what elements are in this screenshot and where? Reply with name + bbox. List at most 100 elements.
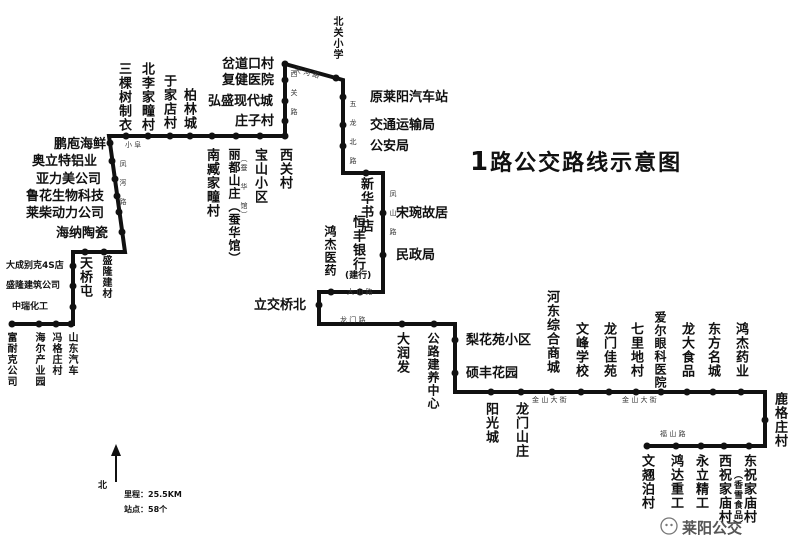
stop-dot [35, 320, 43, 328]
stop-dot [737, 388, 745, 396]
stop-dot [67, 320, 75, 328]
stop-label-chadao: 岔道口村 [222, 57, 275, 72]
stop-label-sanke: 三棵树制衣 [116, 62, 131, 132]
stop-dot [208, 132, 216, 140]
route-length: 里程：25.5KM [124, 490, 182, 499]
road-label: 大 山 路 [347, 288, 373, 296]
stop-label-gonglu: 公路建养中心 [426, 332, 440, 410]
stop-dot [315, 301, 323, 309]
stop-label-pengpao: 鹏庖海鲜 [54, 137, 107, 152]
stop-label-longda: 龙大食品 [679, 322, 694, 378]
stop-dot [643, 442, 651, 450]
stop-label-longmenjy: 龙门佳苑 [601, 322, 616, 378]
stop-dot [8, 320, 16, 328]
road-label: 西 关 路 [290, 70, 298, 117]
stop-label-beiguan: 北关小学 [331, 16, 342, 60]
stop-dot [577, 388, 585, 396]
stop-dot [115, 208, 123, 216]
stop-label-yuanlaiyang: 原莱阳汽车站 [370, 90, 449, 105]
stop-label-hongjieyaoye: 鸿杰药业 [733, 322, 748, 378]
stop-dot [761, 416, 769, 424]
stop-dot [144, 132, 152, 140]
stop-dot [339, 142, 347, 150]
stop-dot [709, 388, 717, 396]
stop-dot [745, 442, 753, 450]
stop-dot [451, 336, 459, 344]
stop-dot [697, 442, 705, 450]
stop-label-xinhua: 新华书店 [358, 177, 373, 233]
stop-label-zhuangzi: 庄子村 [235, 114, 275, 129]
stop-label-lidu: 丽都山庄（蚕华馆） [227, 148, 241, 265]
stop-dot [108, 157, 116, 165]
stop-label-yongli: 永立精工 [693, 454, 708, 510]
wechat-icon [660, 517, 678, 535]
stop-dot [281, 97, 289, 105]
stop-dot [118, 228, 126, 236]
stop-note-hengfeng: (建行) [345, 271, 372, 281]
stop-label-jiaotong: 交通运输局 [370, 118, 436, 133]
stop-dot [113, 192, 121, 200]
road-label: 凤 山 路 [389, 190, 397, 237]
stop-dot [605, 388, 613, 396]
stop-note-xizhu: （香雪食品） [732, 470, 742, 530]
stop-label-fuchi: 富耐克公司 [5, 332, 16, 387]
stop-label-tianqiao: 天桥屯 [77, 256, 92, 298]
stop-dot [122, 132, 130, 140]
route-stats: 里程：25.5KM 站点：58个 [124, 487, 182, 517]
stop-label-wenqiu: 文翘泊村 [639, 454, 654, 510]
map-title: 1路公交路线示意图 [470, 145, 682, 177]
stop-label-shandong: 山东汽车 [66, 332, 77, 376]
stop-dot [69, 282, 77, 290]
stop-label-haina: 海纳陶瓷 [56, 226, 109, 241]
stop-label-shenglongjc: 盛隆建材 [100, 255, 111, 299]
stop-label-fengge: 冯格庄村 [50, 332, 61, 376]
stop-dot [281, 117, 289, 125]
title-text: 路公交路线示意图 [490, 151, 683, 176]
stop-dot [632, 388, 640, 396]
road-label: （蚕 华 馆） [240, 155, 248, 220]
stop-dot [81, 248, 89, 256]
stop-dot [356, 288, 364, 296]
stop-label-dongzhu: 东祝家庙村 [741, 454, 756, 524]
stop-label-dongfang: 东方名城 [705, 322, 720, 378]
stop-dot [548, 388, 556, 396]
stop-dot [186, 132, 194, 140]
stop-label-aoli: 奥立特铝业 [32, 154, 98, 169]
stop-dot [339, 93, 347, 101]
stop-dot [166, 132, 174, 140]
route-number: 1 [470, 147, 491, 177]
road-label: 金 山 大 街 [532, 396, 567, 404]
stop-label-minzheng: 民政局 [396, 248, 436, 263]
stop-dot [398, 320, 406, 328]
stop-label-bailin: 柏林城 [181, 88, 196, 130]
stop-label-yalimei: 亚力美公司 [36, 172, 102, 187]
stop-label-dacheng: 大成别克4S店 [6, 261, 64, 271]
road-label: 小 阜 [125, 141, 142, 149]
stop-markers [8, 60, 769, 450]
stop-label-beili: 北李家疃村 [139, 62, 154, 132]
stop-label-haier: 海尔产业园 [33, 332, 44, 387]
stop-label-laichai: 莱柴动力公司 [26, 206, 105, 221]
stop-label-xizhu: 西祝家庙村 [716, 454, 731, 524]
stop-dot [379, 209, 387, 217]
stop-label-lugezhuang: 鹿格庄村 [772, 392, 787, 448]
stop-label-gonganju: 公安局 [370, 139, 410, 154]
road-label: 金 山 大 街 [622, 396, 657, 404]
stop-label-darunfa: 大润发 [394, 332, 409, 374]
stop-label-aier: 爱尔眼科医院 [653, 311, 667, 389]
stop-dot [332, 74, 340, 82]
stop-dot [281, 60, 289, 68]
stop-label-baoshan: 宝山小区 [252, 148, 267, 204]
stop-dot [672, 442, 680, 450]
stop-label-nanzang: 南臧家疃村 [204, 148, 219, 218]
stop-label-hongjie: 鸿杰医药 [323, 225, 337, 277]
road-label: 五 龙 北 路 [349, 100, 357, 166]
road-label: 凤 泻 路 [119, 160, 127, 207]
stop-label-qili: 七里地村 [628, 322, 643, 378]
north-label: 北 [98, 481, 108, 491]
stop-dot [281, 132, 289, 140]
stop-dot [517, 388, 525, 396]
stop-dot [683, 388, 691, 396]
road-label: 龙 门 路 [340, 316, 366, 324]
